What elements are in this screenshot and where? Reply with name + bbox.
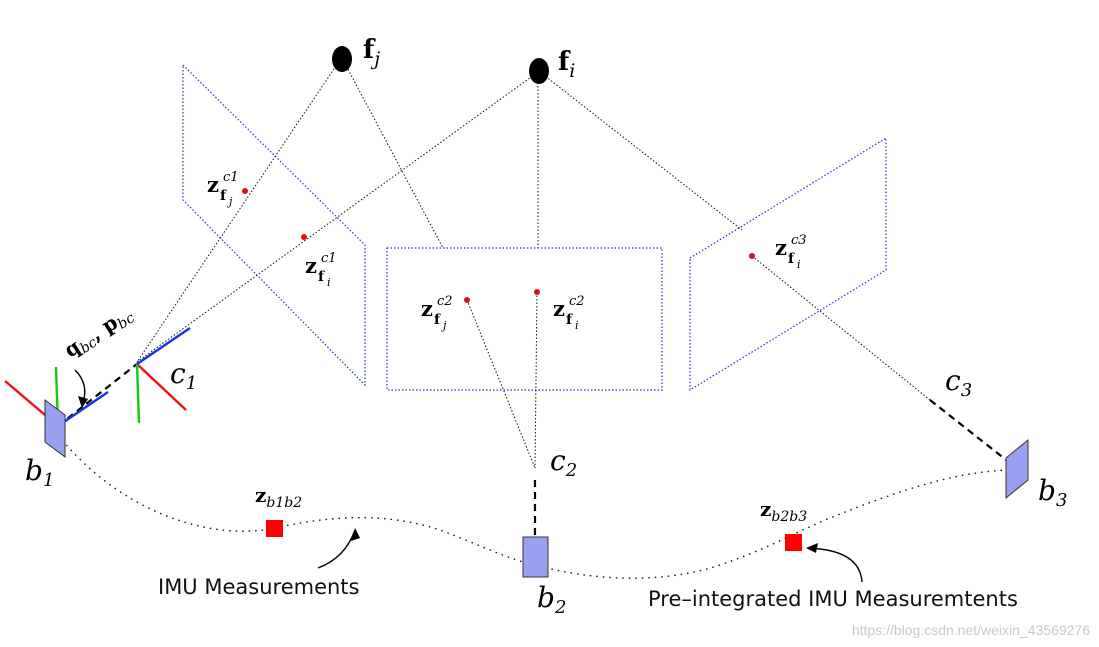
- svg-text:f: f: [566, 312, 573, 328]
- svg-text:z: z: [775, 235, 787, 260]
- imu-factor-b2b3: [785, 534, 802, 551]
- preintegrated-arrow: [806, 543, 863, 583]
- label-body-b1: b1: [25, 454, 54, 491]
- svg-text:z: z: [305, 253, 317, 278]
- observation-points: [242, 188, 755, 303]
- label-obs-fi-c3: z f i c3: [775, 233, 807, 271]
- label-body-b2: b2: [537, 581, 566, 618]
- svg-text:f: f: [434, 312, 441, 328]
- image-plane-c3: [689, 136, 887, 392]
- axis-y: [135, 363, 141, 424]
- label-camera-c1: c1: [170, 357, 197, 394]
- svg-text:c1: c1: [321, 251, 337, 266]
- svg-text:f: f: [220, 188, 227, 204]
- image-plane-c1: [182, 63, 366, 387]
- svg-text:z: z: [553, 296, 565, 321]
- label-z-b2b3: zb2b3: [760, 497, 807, 525]
- axis-z: [136, 327, 191, 365]
- svg-text:c2: c2: [569, 294, 585, 309]
- label-camera-c2: c2: [550, 444, 577, 481]
- preintegrated-label: Pre–integrated IMU Measuremtents: [648, 587, 1018, 611]
- label-obs-fi-c1: z f i c1: [305, 251, 337, 289]
- svg-text:qbc, pbc: qbc, pbc: [60, 301, 138, 365]
- svg-text:i: i: [797, 258, 801, 271]
- label-body-b3: b3: [1038, 474, 1067, 511]
- label-obs-fj-c2: z f j c2: [421, 294, 453, 332]
- feature-fj: [332, 46, 352, 72]
- svg-text:z: z: [207, 172, 219, 197]
- extrinsic-arrow: [74, 369, 88, 408]
- label-obs-fj-c1: z f j c1: [207, 170, 239, 208]
- axis-x: [136, 363, 187, 411]
- link-b3-c3: [929, 399, 1011, 464]
- ray-c3-obs-i: [751, 255, 931, 401]
- svg-text:j: j: [440, 319, 447, 332]
- axis-z: [57, 391, 109, 427]
- svg-text:i: i: [327, 276, 331, 289]
- obs-fj-c1: [242, 188, 248, 194]
- label-feature-fi: fi: [558, 47, 575, 82]
- ray-fj-c2: [342, 59, 444, 249]
- label-z-b1b2: zb1b2: [255, 483, 302, 511]
- svg-text:f: f: [318, 269, 325, 285]
- svg-text:i: i: [575, 319, 579, 332]
- watermark: https://blog.csdn.net/weixin_43569276: [852, 622, 1090, 638]
- imu-factor-b1b2: [266, 520, 283, 537]
- imu-measurements-label: IMU Measurements: [158, 575, 359, 599]
- camera-body-links: [57, 363, 1011, 540]
- imu-measurements-arrow: [317, 528, 360, 569]
- feature-fi: [529, 58, 549, 84]
- camera-c1-axes: [135, 327, 191, 424]
- ray-c2-obs-j: [466, 299, 536, 469]
- ray-fi-c3: [539, 71, 743, 231]
- svg-text:j: j: [226, 195, 233, 208]
- obs-fi-c3: [749, 253, 755, 259]
- svg-text:f: f: [788, 251, 795, 267]
- svg-text:c2: c2: [437, 294, 453, 309]
- obs-fi-c1: [301, 234, 307, 240]
- body-frame-b2: [522, 536, 549, 578]
- ray-fi-c1: [136, 71, 539, 363]
- image-plane-c2: [386, 247, 663, 391]
- body-frame-b3: [1005, 438, 1029, 500]
- obs-fj-c2: [464, 297, 470, 303]
- ray-fj-c1: [136, 59, 341, 363]
- svg-text:c1: c1: [223, 170, 239, 185]
- ray-c2-obs-i: [534, 291, 538, 469]
- label-obs-fi-c2: z f i c2: [553, 294, 585, 332]
- label-camera-c3: c3: [945, 364, 972, 401]
- obs-fi-c2: [534, 289, 540, 295]
- label-feature-fj: fj: [363, 35, 380, 70]
- svg-text:c3: c3: [791, 233, 807, 248]
- body-frame-b1: [44, 399, 66, 458]
- projection-rays: [136, 59, 931, 469]
- label-extrinsic: qbc, pbc: [60, 301, 138, 365]
- svg-text:z: z: [421, 296, 433, 321]
